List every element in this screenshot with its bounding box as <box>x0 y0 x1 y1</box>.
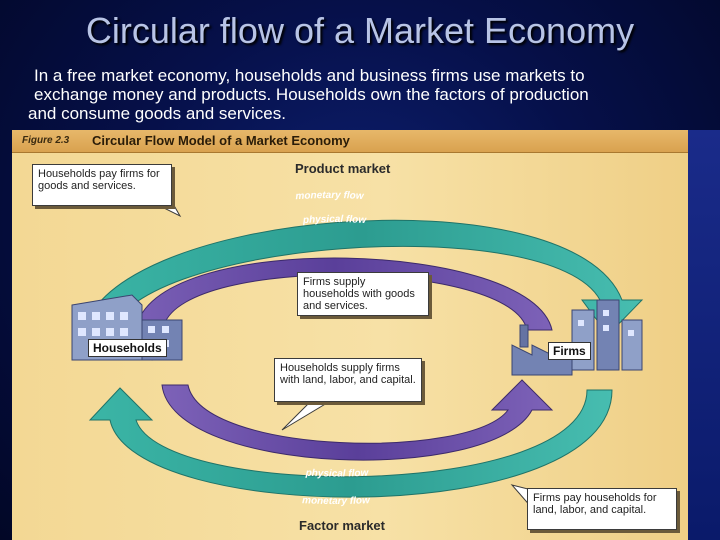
firms-label: Firms <box>548 342 591 360</box>
bottom-physical-label: physical flow <box>304 468 369 480</box>
slide-title: Circular flow of a Market Economy <box>85 10 635 51</box>
flow-diagram-svg: monetary flow physical flow physical flo… <box>71 190 644 510</box>
slide-right-edge <box>688 130 720 540</box>
callout-households-pay: Households pay firms for goods and servi… <box>32 164 172 206</box>
slide-body-text: In a free market economy, households and… <box>22 66 692 123</box>
callout-firms-pay: Firms pay households for land, labor, an… <box>527 488 677 530</box>
bottom-monetary-label: monetary flow <box>302 495 371 507</box>
bottom-monetary-arrow <box>88 387 613 498</box>
households-label: Households <box>88 339 167 357</box>
figure-number: Figure 2.3 <box>22 135 70 146</box>
callout-households-supply: Households supply firms with land, labor… <box>274 358 422 402</box>
bottom-physical-arrow <box>161 379 554 461</box>
top-monetary-label: monetary flow <box>295 190 365 202</box>
callout-tail-households-supply <box>281 399 334 431</box>
product-market-label: Product market <box>295 161 391 176</box>
body-line-1: In a free market economy, households and… <box>34 66 585 85</box>
top-monetary-arrow <box>81 219 644 341</box>
body-line-3: and consume goods and services. <box>28 104 286 123</box>
figure-title: Circular Flow Model of a Market Economy <box>92 133 350 148</box>
circular-flow-figure: Figure 2.3 Circular Flow Model of a Mark… <box>12 130 688 540</box>
figure-header: Figure 2.3 Circular Flow Model of a Mark… <box>12 130 688 153</box>
top-physical-label: physical flow <box>302 214 368 226</box>
callout-firms-supply: Firms supply households with goods and s… <box>297 272 429 316</box>
body-line-2: exchange money and products. Households … <box>34 85 589 104</box>
factor-market-label: Factor market <box>299 518 385 533</box>
